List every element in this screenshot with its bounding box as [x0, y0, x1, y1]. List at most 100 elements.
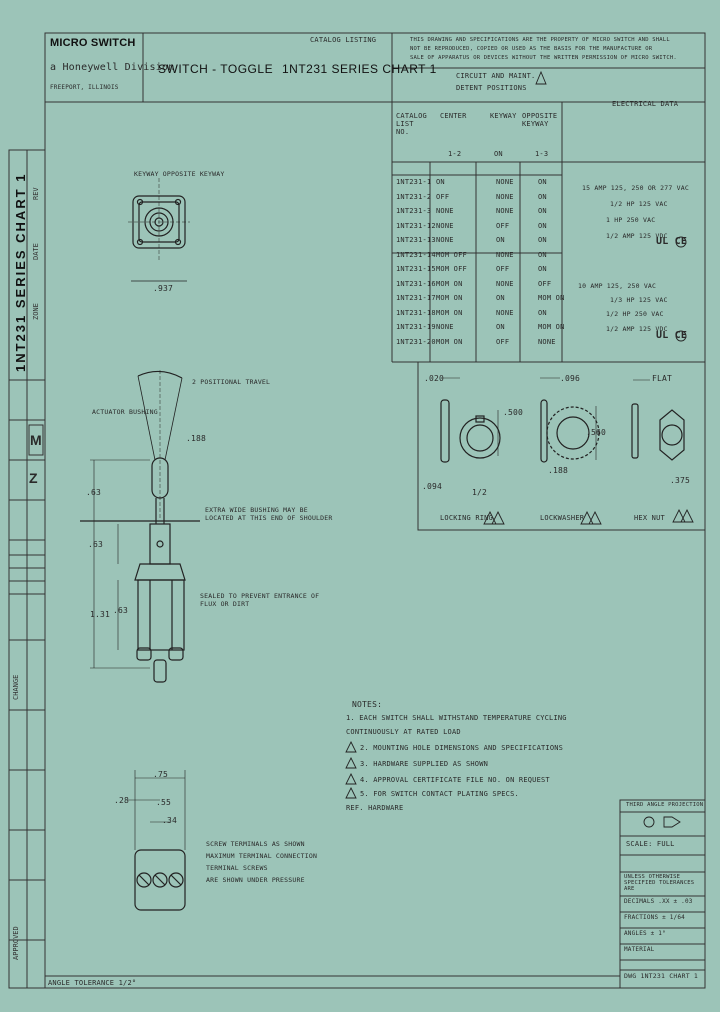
- chart-cell: 1NT231-12: [396, 221, 436, 230]
- col-catalog: CATALOG LIST NO.: [396, 112, 427, 136]
- elec-1-line-4: 1/2 AMP 125 VDC: [606, 232, 668, 240]
- strip-zone: ZONE: [32, 303, 40, 320]
- bottom-dim-1: .75: [153, 770, 169, 779]
- note-line-2: CONTINUOUSLY AT RATED LOAD: [346, 728, 461, 736]
- notes-header: NOTES:: [352, 700, 383, 709]
- hw-dim-8: 1/2: [472, 488, 488, 497]
- circuit-header: CIRCUIT AND MAINT.: [456, 72, 536, 80]
- chart-cell: OFF: [496, 337, 510, 346]
- chart-cell: MOM ON: [436, 337, 463, 346]
- travel-note: 2 POSITIONAL TRAVEL: [192, 378, 271, 386]
- sealed-note: SEALED TO PREVENT ENTRANCE OF FLUX OR DI…: [200, 592, 320, 608]
- chart-cell: ON: [538, 250, 547, 259]
- chart-cell: ON: [538, 265, 547, 273]
- chart-cell: ON: [538, 207, 547, 215]
- note-line-6: 5. FOR SWITCH CONTACT PLATING SPECS.: [360, 790, 519, 798]
- title-series-chart: 1NT231 SERIES CHART 1: [282, 62, 437, 76]
- proprietary-line-3: SALE OF APPARATUS OR DEVICES WITHOUT THE…: [410, 55, 677, 61]
- terminal-note-4: ARE SHOWN UNDER PRESSURE: [206, 876, 305, 884]
- chart-cell: 1NT231-14: [396, 250, 436, 259]
- chart-cell: MOM OFF: [436, 250, 467, 259]
- chart-cell: NONE: [538, 337, 556, 346]
- chart-cell: 1NT231-16: [396, 279, 436, 288]
- chart-cell: MOM ON: [436, 294, 463, 302]
- hw-dim-7: .375: [670, 476, 691, 485]
- tol-row-1: DECIMALS .XX ± .03: [624, 898, 693, 905]
- chart-cell: 1NT231-3: [396, 207, 432, 215]
- elec-2-line-3: 1/2 HP 250 VAC: [606, 310, 664, 318]
- switch-bottom-view: [128, 770, 186, 911]
- chart-cell: MOM ON: [436, 279, 463, 288]
- chart-cell: 1NT231-1: [396, 178, 432, 186]
- tol-row-4: MATERIAL: [624, 946, 655, 953]
- catalog-listing-label: CATALOG LISTING: [310, 36, 377, 44]
- bottom-dim-3: .55: [156, 798, 172, 807]
- chart-cell: 1NT231-15: [396, 265, 436, 273]
- note-line-4: 3. HARDWARE SUPPLIED AS SHOWN: [360, 760, 489, 768]
- bottom-left-note: ANGLE TOLERANCE 1/2°: [48, 979, 137, 987]
- side-dim-5: 1.31: [90, 610, 111, 619]
- strip-m-mark: M: [30, 432, 42, 448]
- strip-approved: APPROVED: [12, 926, 20, 960]
- strip-rev: REV: [32, 187, 40, 200]
- side-dim-3: .188: [186, 434, 207, 443]
- chart-cell: MOM ON: [538, 294, 565, 302]
- chart-cell: NONE: [436, 207, 454, 215]
- brand-logo: MICRO SWITCH: [50, 37, 136, 49]
- chart-cell: 1NT231-17: [396, 294, 436, 302]
- chart-cell: ON: [496, 236, 505, 244]
- chart-cell: MOM ON: [538, 323, 565, 331]
- chart-cell: NONE: [496, 192, 514, 201]
- col-sub-3: 1-3: [535, 150, 549, 158]
- elec-2-line-2: 1/3 HP 125 VAC: [610, 296, 668, 304]
- elec-1-line-2: 1/2 HP 125 VAC: [610, 200, 668, 208]
- scale-label: SCALE: FULL: [626, 840, 675, 848]
- hw-dim-3: .096: [560, 374, 581, 383]
- detent-header: DETENT POSITIONS: [456, 84, 527, 92]
- chart-cell: 1NT231-20: [396, 337, 436, 346]
- col-sub-2: ON: [494, 150, 503, 158]
- note-line-3: 2. MOUNTING HOLE DIMENSIONS AND SPECIFIC…: [360, 744, 564, 752]
- elec-1-line-3: 1 HP 250 VAC: [606, 216, 656, 224]
- chart-cell: ON: [538, 221, 547, 230]
- chart-cell: NONE: [496, 250, 514, 259]
- chart-cell: ON: [538, 178, 547, 186]
- hw-label-lockwasher: LOCKWASHER: [540, 514, 585, 522]
- switch-side-view: [80, 370, 200, 683]
- chart-cell: ON: [538, 308, 547, 317]
- terminal-note-3: TERMINAL SCREWS: [206, 864, 268, 872]
- col-opposite: OPPOSITE KEYWAY: [522, 112, 558, 128]
- chart-cell: ON: [538, 192, 547, 201]
- chart-cell: NONE: [496, 178, 514, 186]
- top-dim: .937: [153, 284, 174, 293]
- hw-dim-1: .020: [424, 374, 445, 383]
- chart-cell: NONE: [436, 323, 454, 331]
- terminal-note-2: MAXIMUM TERMINAL CONNECTION: [206, 852, 318, 860]
- division-text: a Honeywell Division: [50, 62, 175, 73]
- strip-z-mark: Z: [29, 470, 38, 486]
- side-dim-2: .63: [88, 540, 104, 549]
- proprietary-line-1: THIS DRAWING AND SPECIFICATIONS ARE THE …: [410, 37, 670, 43]
- col-center: CENTER: [440, 112, 467, 120]
- hw-dim-4: .094: [422, 482, 443, 491]
- hw-label-hex-nut: HEX NUT: [634, 514, 665, 522]
- hw-dim-9: FLAT: [652, 374, 673, 383]
- col-keyway: KEYWAY: [490, 112, 517, 120]
- chart-cell: ON: [538, 236, 547, 244]
- approval-marks: [345, 70, 694, 828]
- chart-cell: 1NT231-2: [396, 192, 432, 201]
- chart-cell: 1NT231-13: [396, 236, 436, 244]
- keyway-note: KEYWAY OPPOSITE KEYWAY: [134, 170, 225, 178]
- tol-row-2: FRACTIONS ± 1/64: [624, 914, 685, 921]
- tol-row-3: ANGLES ± 1°: [624, 930, 666, 937]
- chart-cell: ON: [496, 323, 505, 331]
- chart-cell: ON: [496, 294, 505, 302]
- bushing-note: EXTRA WIDE BUSHING MAY BE LOCATED AT THI…: [205, 506, 333, 522]
- approvals-mark-1: UL CE: [656, 236, 688, 247]
- approvals-mark-2: UL CE: [656, 330, 688, 341]
- chart-cell: NONE: [436, 236, 454, 244]
- note-line-5: 4. APPROVAL CERTIFICATE FILE NO. ON REQU…: [360, 776, 550, 784]
- elec-1-line-1: 15 AMP 125, 250 OR 277 VAC: [582, 184, 689, 192]
- note-line-1: 1. EACH SWITCH SHALL WITHSTAND TEMPERATU…: [346, 714, 567, 722]
- chart-cell: OFF: [496, 265, 510, 273]
